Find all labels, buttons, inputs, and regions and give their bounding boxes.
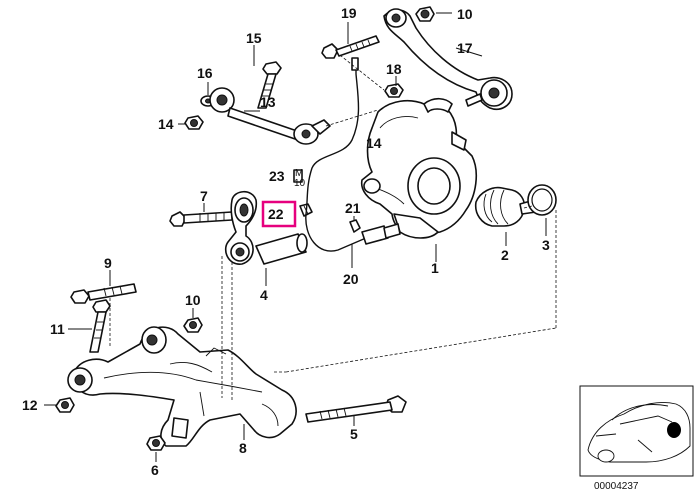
part-12-nut[interactable] [55,397,75,413]
callout-3: 3 [542,237,550,253]
callout-16: 16 [197,65,213,81]
callout-10-lower: 10 [185,292,201,308]
assembly-guide-lines [109,51,557,400]
part-6-nut[interactable] [146,435,166,451]
part-9-bolt[interactable] [70,283,137,304]
part-7-bolt[interactable] [169,211,233,227]
part-10-nut-top[interactable] [415,6,435,22]
callout-18: 18 [386,61,402,77]
part-23-screw[interactable] [293,169,303,183]
highlight-box-22[interactable]: 22 [261,200,297,228]
callout-labels: 19 10 15 17 16 18 13 14 14 23 M 10 7 21 … [22,5,550,478]
part-1-wheel-carrier[interactable] [360,97,478,239]
callout-10-top: 10 [457,6,473,22]
callout-23: 23 [269,168,285,184]
part-4-bracket[interactable] [224,190,308,265]
callout-2: 2 [501,247,509,263]
callout-22: 22 [268,206,284,222]
part-13-link-rod[interactable] [209,87,331,145]
callout-23-mark2: 10 [294,178,306,189]
part-5-bolt[interactable] [305,395,407,423]
callout-13: 13 [260,94,276,110]
callout-11: 11 [50,321,65,337]
callout-6: 6 [151,462,159,478]
part-15-bolt[interactable] [257,61,282,109]
callout-1: 1 [431,260,439,276]
callout-9: 9 [104,255,112,271]
part-2-boot[interactable] [474,186,537,227]
part-19-bolt[interactable] [321,35,380,59]
callout-19: 19 [341,5,357,21]
callout-8: 8 [239,440,247,456]
callout-20: 20 [343,271,359,287]
part-14-nut-left[interactable] [184,115,204,130]
part-18-nut[interactable] [384,83,404,98]
part-3-ring[interactable] [527,184,557,216]
callout-17: 17 [457,40,473,56]
part-17-upper-arm[interactable] [383,8,513,110]
part-20-sensor-cable[interactable] [305,57,401,252]
callout-14-left: 14 [158,116,174,132]
callout-15: 15 [246,30,262,46]
part-21-bolt[interactable] [349,219,361,233]
callout-12: 12 [22,397,38,413]
part-11-bolt[interactable] [89,299,111,353]
callout-21: 21 [345,200,361,216]
callout-23-mark: M [295,168,303,179]
catalog-number: 00004237 [594,481,639,492]
car-thumbnail: 00004237 [579,385,694,492]
callout-14-right: 14 [366,135,382,151]
callout-5: 5 [350,426,358,442]
callout-4: 4 [260,287,268,303]
part-8-lower-arm[interactable] [67,326,297,447]
part-10-nut-lower[interactable] [183,317,203,333]
callout-7: 7 [200,188,208,204]
